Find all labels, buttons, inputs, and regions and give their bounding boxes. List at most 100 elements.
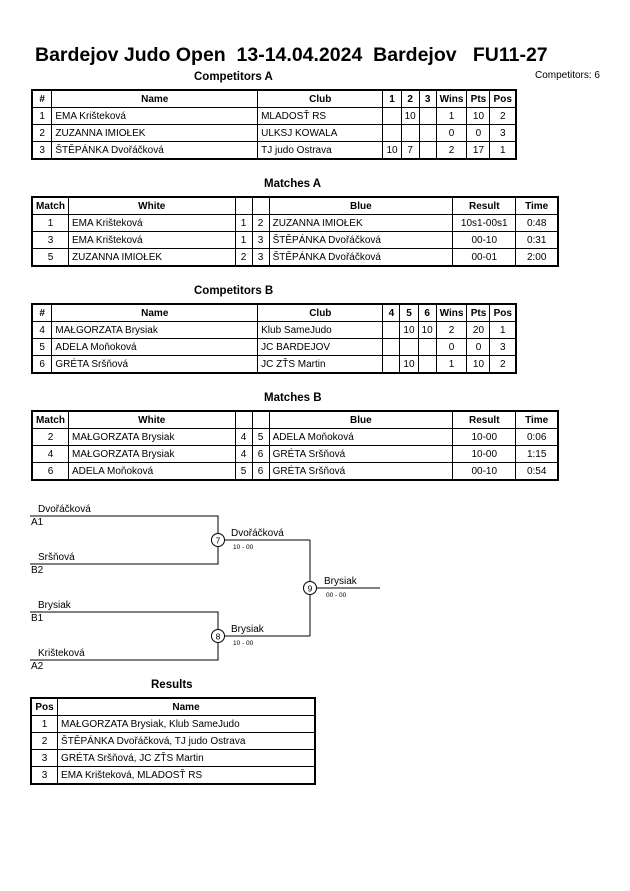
cell — [417, 355, 437, 374]
sf1-bottom-seed: B2 — [31, 565, 44, 576]
cell: 2 — [489, 107, 517, 125]
match-circle-7 — [211, 533, 225, 547]
competitors-b-title: Competitors B — [194, 285, 274, 297]
cell: 2 — [489, 355, 517, 374]
cell: 3 — [251, 248, 270, 267]
col-header: 5 — [399, 303, 419, 322]
col-header — [251, 410, 270, 429]
sf2-top-name: Brysiak — [38, 600, 72, 611]
cell: 0:31 — [515, 231, 559, 249]
competitors-a-table: # Name Club 1 2 3 Wins Pts Pos 1 EMA Kri… — [31, 89, 517, 160]
matches-b-table: Match White Blue Result Time 2 MAŁGORZAT… — [31, 410, 559, 481]
col-header: Pts — [466, 89, 491, 108]
cell: EMA Krišteková — [51, 107, 259, 125]
cell: 00-10 — [452, 462, 517, 481]
sf1-top-seed: A1 — [31, 517, 44, 528]
table-row: 1 EMA Krišteková 1 2 ZUZANNA IMIOŁEK 10s… — [31, 214, 559, 232]
cell: 0 — [466, 338, 491, 356]
cell: 6 — [31, 355, 53, 374]
cell: 1 — [234, 231, 253, 249]
cell: 4 — [31, 321, 53, 339]
cell — [382, 321, 401, 339]
sf1-winner-name: Dvořáčková — [231, 528, 284, 539]
cell — [418, 141, 437, 160]
cell: MAŁGORZATA Brysiak — [68, 428, 236, 446]
cell: 1:15 — [515, 445, 559, 463]
cell: ZUZANNA IMIOŁEK — [268, 214, 454, 232]
table-row: 3 ŠTĚPÁNKA Dvořáčková TJ judo Ostrava 10… — [31, 141, 517, 160]
competitors-count: Competitors: 6 — [534, 70, 600, 81]
cell: 0 — [466, 124, 491, 142]
col-header: Match — [31, 196, 70, 215]
cell: 1 — [234, 214, 253, 232]
col-header: Match — [31, 410, 70, 429]
col-header: Result — [452, 196, 517, 215]
cell: 6 — [31, 462, 70, 481]
cell: 10 — [399, 321, 419, 339]
col-header: Pos — [30, 697, 59, 716]
matches-a-table: Match White Blue Result Time 1 EMA Krišt… — [31, 196, 559, 267]
cell: 5 — [31, 338, 53, 356]
cell: 17 — [466, 141, 491, 160]
table-row: 4 MAŁGORZATA Brysiak Klub SameJudo 10 10… — [31, 321, 517, 339]
col-header: Result — [452, 410, 517, 429]
table-row: 4 MAŁGORZATA Brysiak 4 6 GRÉTA Sršňová 1… — [31, 445, 559, 463]
cell — [382, 355, 401, 374]
col-header: Time — [515, 196, 559, 215]
sf2-top-seed: B1 — [31, 613, 44, 624]
competitors-a-title: Competitors A — [194, 71, 273, 83]
cell: ŠTĚPÁNKA Dvořáčková — [268, 248, 454, 267]
col-header: Wins — [435, 303, 468, 322]
cell: 3 — [31, 231, 70, 249]
knockout-bracket: 7 Dvořáčková A1 Sršňová B2 Dvořáčková 10… — [30, 504, 380, 672]
match-number-9: 9 — [308, 584, 313, 594]
cell: EMA Krišteková — [68, 231, 236, 249]
col-header: Pos — [489, 303, 517, 322]
sf2-score: 10 - 00 — [233, 640, 254, 647]
table-row: 3 GRÉTA Sršňová, JC ZŤS Martin — [30, 749, 316, 767]
cell — [400, 124, 420, 142]
table-row: 2 ZUZANNA IMIOŁEK ULKSJ KOWALA 0 0 3 — [31, 124, 517, 142]
table-header-row: # Name Club 4 5 6 Wins Pts Pos — [31, 303, 517, 322]
table-row: 1 MAŁGORZATA Brysiak, Klub SameJudo — [30, 715, 316, 733]
cell: 1 — [31, 214, 70, 232]
cell: ŠTĚPÁNKA Dvořáčková — [268, 231, 454, 249]
cell: 2 — [30, 732, 59, 750]
cell: 3 — [489, 124, 517, 142]
cell: ULKSJ KOWALA — [257, 124, 384, 142]
sf1-bottom-name: Sršňová — [38, 552, 75, 563]
col-header: Wins — [435, 89, 468, 108]
cell: 10 — [466, 107, 491, 125]
cell: 3 — [31, 141, 53, 160]
final-winner-name: Brysiak — [324, 576, 358, 587]
col-header: 4 — [382, 303, 401, 322]
table-row: 5 ZUZANNA IMIOŁEK 2 3 ŠTĚPÁNKA Dvořáčkov… — [31, 248, 559, 267]
cell: EMA Krišteková, MLADOSŤ RS — [57, 766, 316, 785]
cell: 2 — [435, 321, 468, 339]
cell — [417, 338, 437, 356]
col-header: # — [31, 303, 53, 322]
cell: Klub SameJudo — [257, 321, 384, 339]
cell: 3 — [30, 749, 59, 767]
col-header: White — [68, 196, 236, 215]
table-row: 3 EMA Krišteková 1 3 ŠTĚPÁNKA Dvořáčková… — [31, 231, 559, 249]
col-header: # — [31, 89, 53, 108]
cell: 6 — [251, 462, 270, 481]
table-row: 6 ADELA Moňoková 5 6 GRÉTA Sršňová 00-10… — [31, 462, 559, 481]
cell: GRÉTA Sršňová, JC ZŤS Martin — [57, 749, 316, 767]
cell: ADELA Moňoková — [68, 462, 236, 481]
col-header: 3 — [418, 89, 437, 108]
col-header: White — [68, 410, 236, 429]
col-header: Name — [57, 697, 316, 716]
cell: ŠTĚPÁNKA Dvořáčková — [51, 141, 259, 160]
sf2-bottom-seed: A2 — [31, 661, 44, 672]
sf2-winner-name: Brysiak — [231, 624, 265, 635]
cell: MAŁGORZATA Brysiak — [68, 445, 236, 463]
cell: MAŁGORZATA Brysiak — [51, 321, 259, 339]
cell: GRÉTA Sršňová — [268, 462, 454, 481]
cell: 1 — [435, 355, 468, 374]
cell — [382, 338, 401, 356]
cell: 2 — [234, 248, 253, 267]
cell — [418, 107, 437, 125]
table-row: 2 MAŁGORZATA Brysiak 4 5 ADELA Moňoková … — [31, 428, 559, 446]
